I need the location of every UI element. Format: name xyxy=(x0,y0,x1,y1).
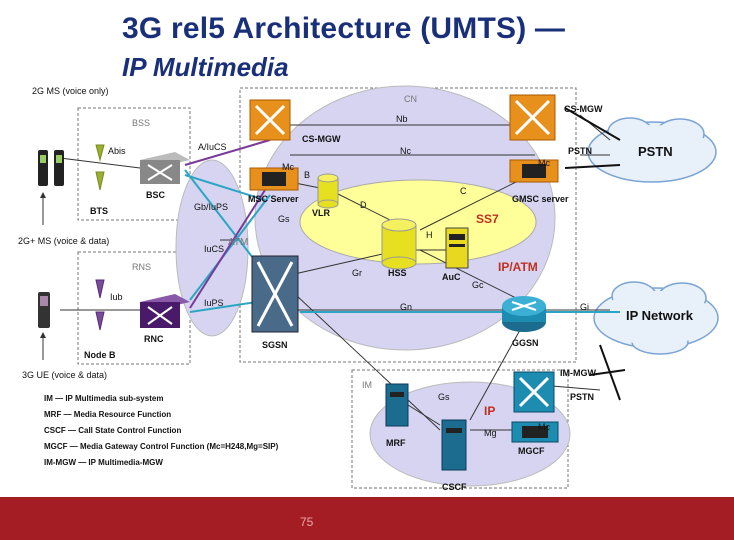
label-cs-mgw-left: CS-MGW xyxy=(302,134,341,144)
label-sgsn: SGSN xyxy=(262,340,288,350)
gmsc-server-icon xyxy=(509,159,559,183)
msc-server-icon xyxy=(249,167,299,191)
label-gmsc-server: GMSC server xyxy=(512,194,569,204)
legend-item: IM-MGW — IP Multimedia-MGW xyxy=(44,458,163,467)
label-im-mgw: IM-MGW xyxy=(560,368,596,378)
label-iucs: IuCS xyxy=(204,244,225,254)
mrf-server-icon xyxy=(385,383,409,427)
legend-item: CSCF — Call State Control Function xyxy=(44,426,182,435)
label-auc: AuC xyxy=(442,272,461,282)
footer-bar xyxy=(0,497,734,540)
label-gs-im: Gs xyxy=(438,392,450,402)
auc-icon xyxy=(445,227,469,269)
label-gi: Gi xyxy=(580,302,589,312)
label-nb: Nb xyxy=(396,114,408,124)
ggsn-router-icon xyxy=(502,296,546,332)
cs-mgw-right-icon xyxy=(509,94,556,141)
sgsn-icon xyxy=(251,255,299,333)
mobile-3g-icon xyxy=(38,292,50,328)
label-ue-3g: 3G UE (voice & data) xyxy=(22,370,108,380)
page-number: 75 xyxy=(300,515,314,529)
label-cs-mgw-right: CS-MGW xyxy=(564,104,603,114)
label-atm: ATM xyxy=(228,237,249,248)
label-mg: Mg xyxy=(484,428,497,438)
label-im: IM xyxy=(362,380,372,390)
cscf-server-icon xyxy=(441,419,467,471)
label-ss7: SS7 xyxy=(476,212,499,226)
vlr-icon xyxy=(317,173,339,209)
label-h: H xyxy=(426,230,433,240)
label-node-b: Node B xyxy=(84,350,116,360)
label-c: C xyxy=(460,186,467,196)
label-pstn-im: PSTN xyxy=(570,392,595,402)
slide-subtitle: IP Multimedia xyxy=(122,52,289,82)
atm-ellipse xyxy=(175,159,249,337)
label-ip: IP xyxy=(484,404,496,418)
label-cn: CN xyxy=(404,94,417,104)
node-b-tower-icon xyxy=(95,279,105,331)
label-msc-server: MSC Server xyxy=(248,194,299,204)
label-mc-right: Mc xyxy=(538,158,550,168)
label-bss: BSS xyxy=(132,118,151,128)
legend-item: MGCF — Media Gateway Control Function (M… xyxy=(44,442,279,451)
label-gn: Gn xyxy=(400,302,413,312)
hss-icon xyxy=(381,218,417,270)
label-mc-im: Mc xyxy=(538,422,550,432)
label-gb-iups: Gb/IuPS xyxy=(194,202,229,212)
label-iups: IuPS xyxy=(204,298,224,308)
label-nc: Nc xyxy=(400,146,411,156)
label-ms-2g-plus: 2G+ MS (voice & data) xyxy=(18,236,110,246)
label-mc-left: Mc xyxy=(282,162,294,172)
im-mgw-icon xyxy=(513,371,555,413)
cs-mgw-left-icon xyxy=(249,99,291,141)
label-rns: RNS xyxy=(132,262,152,272)
label-rnc: RNC xyxy=(144,334,164,344)
label-gs: Gs xyxy=(278,214,290,224)
bsc-node-icon xyxy=(140,152,190,184)
legend-item: IM — IP Multimedia sub-system xyxy=(44,394,164,403)
rnc-node-icon xyxy=(140,294,190,328)
label-bts: BTS xyxy=(90,206,108,216)
label-ip-atm: IP/ATM xyxy=(498,260,538,274)
label-mrf: MRF xyxy=(386,438,406,448)
bts-tower-icon xyxy=(95,144,105,191)
pstn-cloud-label: PSTN xyxy=(638,144,673,159)
label-vlr: VLR xyxy=(312,208,330,218)
slide-title: 3G rel5 Architecture (UMTS) — xyxy=(122,12,566,45)
label-gr: Gr xyxy=(352,268,362,278)
label-hss: HSS xyxy=(388,268,407,278)
label-abis: Abis xyxy=(108,146,126,156)
label-d: D xyxy=(360,200,367,210)
label-iub: Iub xyxy=(110,292,123,302)
label-gc: Gc xyxy=(472,280,484,290)
label-a-iucs: A/IuCS xyxy=(198,142,227,152)
label-pstn: PSTN xyxy=(568,146,593,156)
label-cscf: CSCF xyxy=(442,482,467,492)
label-b: B xyxy=(304,170,311,180)
label-bsc: BSC xyxy=(146,190,166,200)
legend-item: MRF — Media Resource Function xyxy=(44,410,172,419)
label-ms-2g: 2G MS (voice only) xyxy=(32,86,109,96)
ip-network-cloud-label: IP Network xyxy=(626,308,693,323)
mgcf-icon xyxy=(511,421,559,443)
label-ggsn: GGSN xyxy=(512,338,539,348)
mobile-2g-icon xyxy=(38,150,64,186)
label-mgcf: MGCF xyxy=(518,446,545,456)
